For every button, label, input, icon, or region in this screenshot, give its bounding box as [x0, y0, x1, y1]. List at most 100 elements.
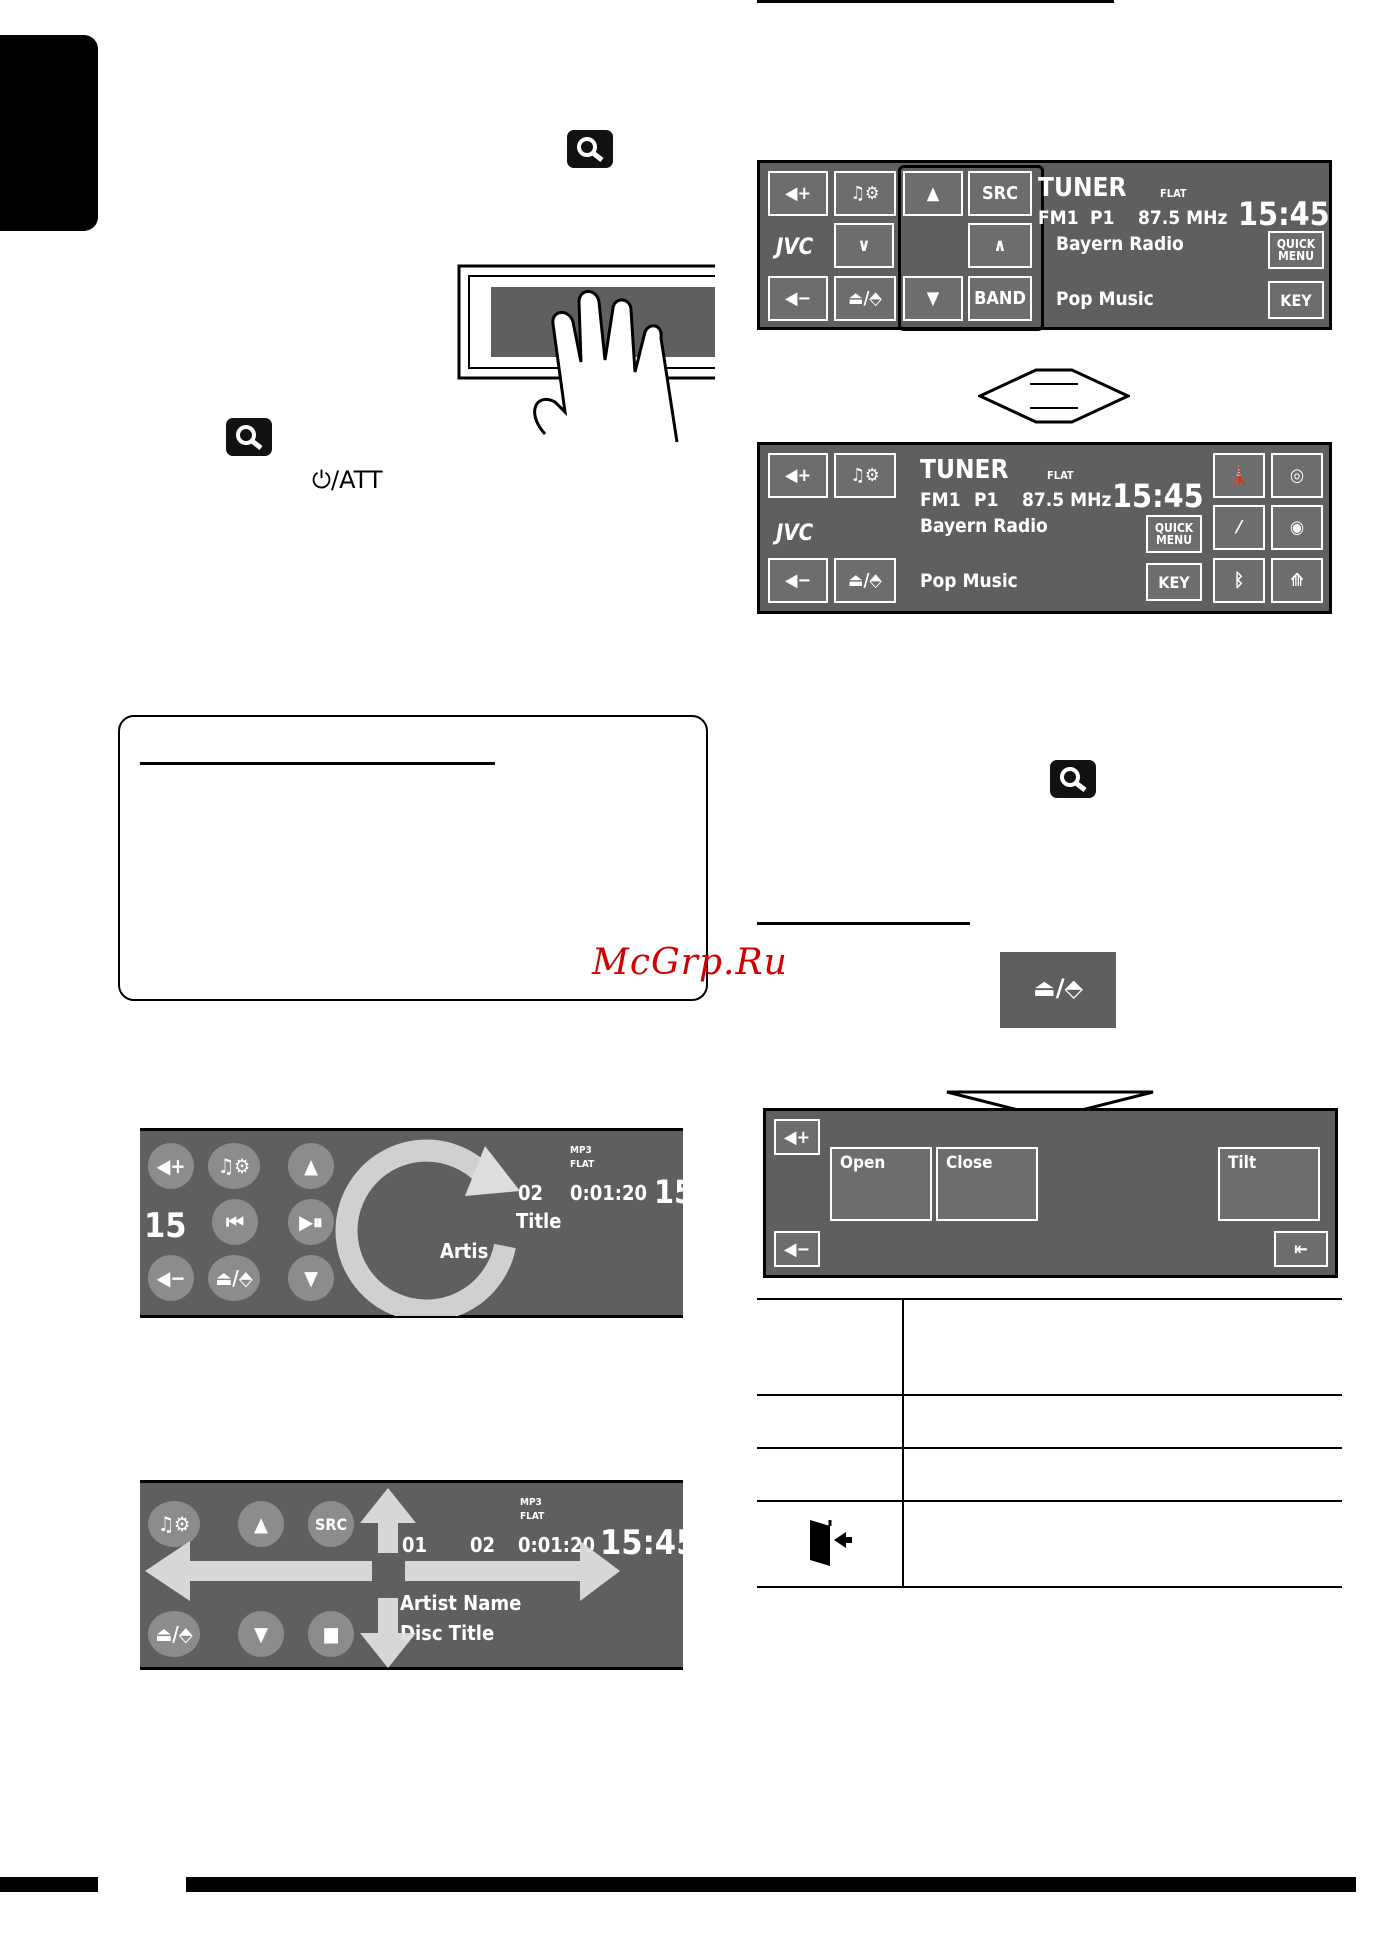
- exit-icon: [757, 1500, 904, 1588]
- pty-label: Pop Music: [1056, 288, 1154, 310]
- volume-down-button[interactable]: ◀−: [774, 1231, 820, 1267]
- pty-label: Pop Music: [920, 570, 1018, 592]
- eq-indicator: FLAT: [1047, 469, 1074, 482]
- volume-down-button[interactable]: ◀−: [768, 558, 828, 603]
- watermark: McGrp.Ru: [592, 942, 788, 983]
- volume-up-button[interactable]: ◀+: [774, 1119, 820, 1155]
- track-number: 02: [518, 1181, 544, 1205]
- src-button[interactable]: SRC: [308, 1501, 354, 1547]
- monitor-touch-illustration: [457, 264, 715, 443]
- previous-button[interactable]: ⏮: [212, 1199, 258, 1245]
- magnifier-icon: [1050, 760, 1096, 798]
- folder-number: 01: [402, 1533, 428, 1557]
- src-button[interactable]: SRC: [968, 171, 1032, 216]
- section-rule: [757, 922, 970, 925]
- aux-source-icon[interactable]: ⟰: [1271, 558, 1323, 603]
- down-button[interactable]: ∨: [834, 223, 894, 268]
- track-number: 02: [470, 1533, 496, 1557]
- volume-up-button[interactable]: ◀+: [768, 453, 828, 498]
- sound-settings-button[interactable]: ♫⚙: [148, 1501, 200, 1547]
- stop-button[interactable]: ■: [308, 1611, 354, 1657]
- band-label: FM1: [920, 489, 961, 511]
- volume-up-button[interactable]: ◀+: [148, 1143, 194, 1189]
- eject-button[interactable]: ⏏/⬘: [834, 276, 896, 321]
- disc-source-icon[interactable]: ◎: [1271, 453, 1323, 498]
- down-triangle-icon: [946, 1090, 1154, 1120]
- tuner-panel-normal: ◀+ ♫⚙ ▲ SRC JVC ∨ ∧ ◀− ⏏/⬘ ▼ BAND TUNER …: [757, 160, 1332, 331]
- artist-label: Artist Name: [400, 1591, 522, 1615]
- clock: 15:45: [600, 1523, 698, 1563]
- title-label: Title: [516, 1209, 562, 1233]
- ipod-source-icon[interactable]: ◉: [1271, 505, 1323, 550]
- sound-settings-button[interactable]: ♫⚙: [208, 1143, 260, 1189]
- rotate-gesture-icon: [335, 1139, 520, 1316]
- preset-label: P1: [1090, 207, 1115, 229]
- down-arrow-button[interactable]: ▼: [903, 276, 963, 321]
- open-button[interactable]: Open: [830, 1147, 932, 1221]
- up-button[interactable]: ▲: [238, 1501, 284, 1547]
- preset-label: P1: [974, 489, 999, 511]
- tuner-panel-key: ◀+ ♫⚙ JVC ◀− ⏏/⬘ TUNER FLAT FM1 P1 87.5 …: [757, 442, 1332, 614]
- key-button[interactable]: KEY: [1268, 281, 1324, 319]
- button-legend-table: [757, 1298, 1342, 1588]
- usb-source-icon[interactable]: ⁄: [1213, 505, 1265, 550]
- eject-button-closeup[interactable]: ⏏/⬘: [1000, 952, 1116, 1028]
- tuner-source-icon[interactable]: 🗼: [1213, 453, 1265, 498]
- jvc-logo: JVC: [776, 521, 814, 546]
- sound-settings-button[interactable]: ♫⚙: [834, 453, 896, 498]
- clock: 15:45: [1112, 477, 1204, 515]
- eq-indicator: FLAT: [1160, 187, 1187, 200]
- station-name: Bayern Radio: [920, 515, 1048, 537]
- footer-bar-right: [186, 1877, 1356, 1892]
- station-name: Bayern Radio: [1056, 233, 1184, 255]
- clock: 15:45: [1238, 195, 1330, 233]
- section-rule: [757, 0, 1114, 3]
- double-arrow-icon: [978, 368, 1130, 424]
- quick-menu-button[interactable]: QUICK MENU: [1146, 515, 1202, 553]
- frequency-label: 87.5 MHz: [1022, 489, 1112, 511]
- up-chevron-button[interactable]: ∧: [968, 223, 1032, 268]
- eq-indicator: FLAT: [520, 1511, 545, 1522]
- swipe-gesture-icon: [145, 1488, 620, 1668]
- play-pause-button[interactable]: ▶⏸: [288, 1199, 334, 1245]
- volume-down-button[interactable]: ◀−: [148, 1255, 194, 1301]
- magnifier-icon: [567, 130, 613, 168]
- mp3-panel-swipe: ♫⚙ ▲ SRC ⏏/⬘ ▼ ■ MP3 FLAT 01 02 0:01:20 …: [140, 1480, 697, 1670]
- magnifier-icon: [226, 418, 272, 456]
- volume-up-button[interactable]: ◀+: [768, 171, 828, 216]
- eject-button[interactable]: ⏏/⬘: [834, 558, 896, 603]
- down-button[interactable]: ▼: [238, 1611, 284, 1657]
- tilt-button[interactable]: Tilt: [1218, 1147, 1320, 1221]
- tip-heading-rule: [140, 762, 495, 765]
- codec-label: MP3: [520, 1497, 542, 1508]
- eject-button[interactable]: ⏏/⬘: [148, 1611, 200, 1657]
- bluetooth-source-icon[interactable]: ᛒ: [1213, 558, 1265, 603]
- down-button[interactable]: ▼: [288, 1255, 334, 1301]
- language-tab: [0, 35, 98, 231]
- focus-outline: [898, 165, 1044, 331]
- source-name: TUNER: [1038, 173, 1127, 203]
- power-att-label: ⏻/ATT: [312, 466, 383, 494]
- exit-button[interactable]: ⇤: [1274, 1231, 1328, 1267]
- eject-button[interactable]: ⏏/⬘: [208, 1255, 260, 1301]
- up-button[interactable]: ▲: [903, 171, 963, 216]
- jvc-logo: JVC: [776, 235, 814, 260]
- band-button[interactable]: BAND: [968, 276, 1032, 321]
- volume-down-button[interactable]: ◀−: [768, 276, 828, 321]
- up-button[interactable]: ▲: [288, 1143, 334, 1189]
- open-tilt-panel: ◀+ Open Close Tilt ◀− ⇤: [763, 1108, 1338, 1278]
- band-label: FM1: [1038, 207, 1079, 229]
- footer-bar-left: [0, 1877, 98, 1892]
- counter: 15: [144, 1206, 187, 1246]
- tip-box: [118, 715, 708, 1001]
- clock-partial: 15: [654, 1173, 695, 1211]
- sound-settings-button[interactable]: ♫⚙: [834, 171, 896, 216]
- eq-indicator: FLAT: [570, 1159, 595, 1170]
- artist-label: Artis: [440, 1239, 489, 1263]
- frequency-label: 87.5 MHz: [1138, 207, 1228, 229]
- close-button[interactable]: Close: [936, 1147, 1038, 1221]
- quick-menu-button[interactable]: QUICK MENU: [1268, 231, 1324, 269]
- key-button[interactable]: KEY: [1146, 563, 1202, 601]
- elapsed-time: 0:01:20: [570, 1181, 647, 1205]
- source-name: TUNER: [920, 455, 1009, 485]
